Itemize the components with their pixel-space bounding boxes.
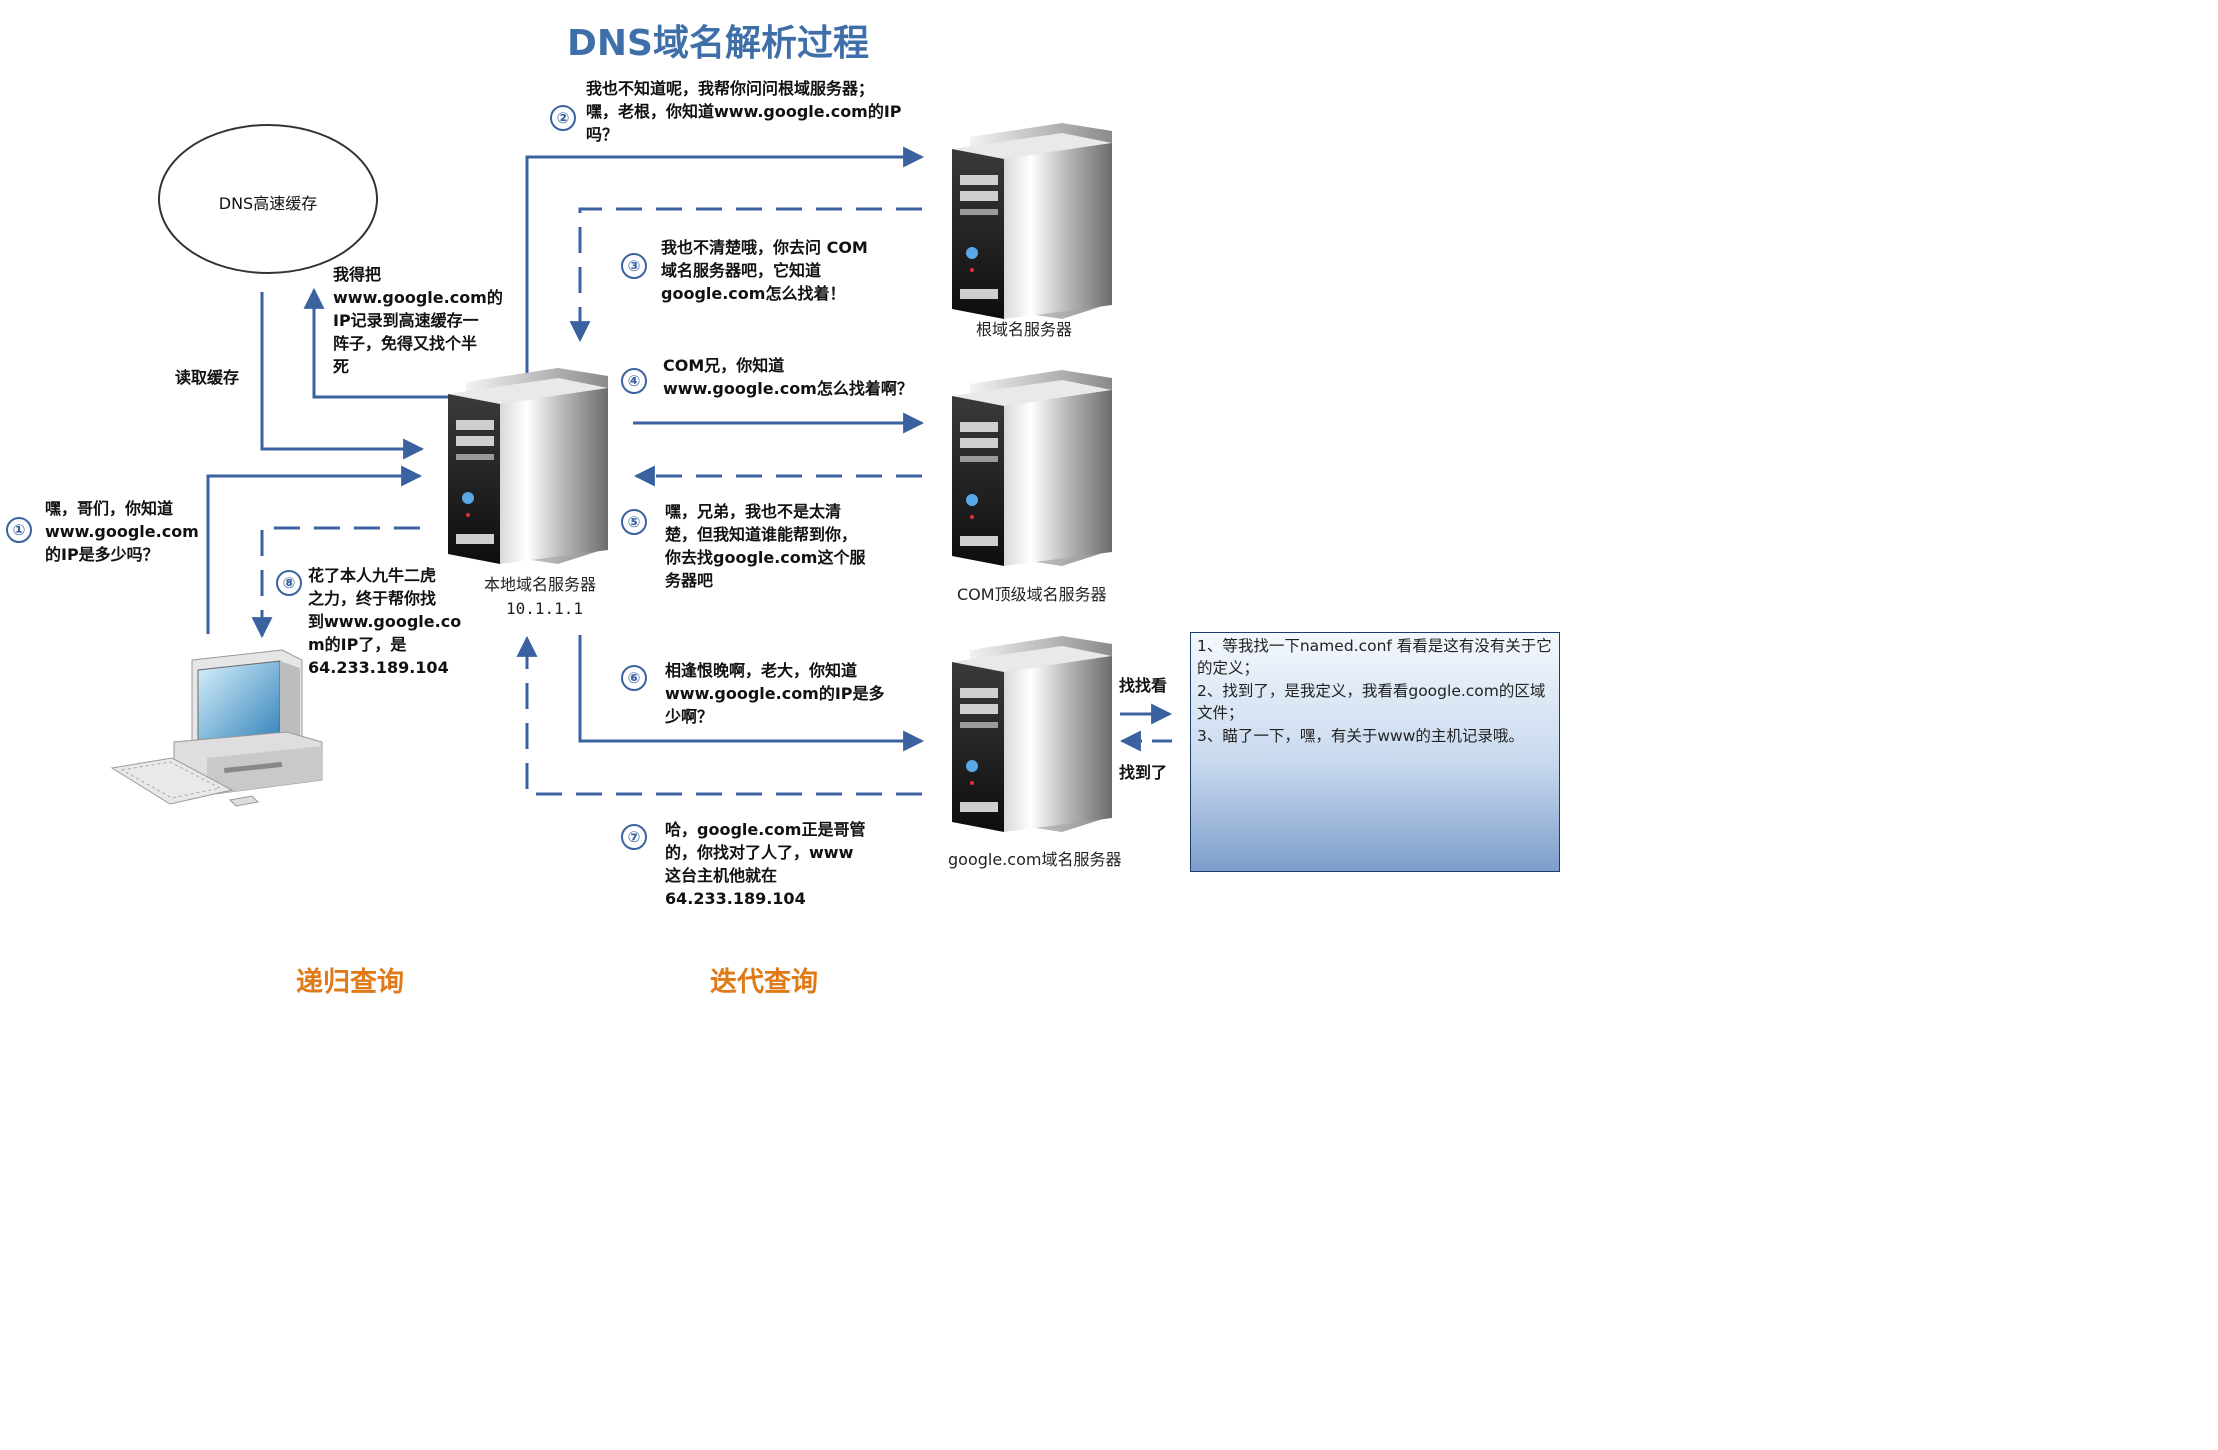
arrow-step-2 bbox=[525, 146, 925, 385]
com-server-label: COM顶级域名服务器 bbox=[957, 585, 1107, 604]
arrow-step-7 bbox=[516, 635, 922, 796]
step-3-number: ③ bbox=[621, 253, 647, 279]
step-4-text: COM兄，你知道 www.google.com怎么找着啊？ bbox=[663, 356, 913, 398]
step-4-number: ④ bbox=[621, 368, 647, 394]
client-computer-icon bbox=[110, 649, 323, 807]
note-line-3: 3、瞄了一下，嘿，有关于www的主机记录哦。 bbox=[1197, 727, 1524, 745]
note-line-1: 1、等我找一下named.conf 看看是这有没有关于它的定义； bbox=[1197, 637, 1552, 677]
cache-write-note: 我得把 www.google.com的 IP记录到高速缓存一 阵子，免得又找个半… bbox=[333, 265, 503, 376]
step-1-text: 嘿，哥们，你知道 www.google.com 的IP是多少吗？ bbox=[45, 499, 199, 564]
found-label: 找到了 bbox=[1119, 763, 1168, 782]
step-5-text: 嘿，兄弟，我也不是太清 楚，但我知道谁能帮到你， 你去找google.com这个… bbox=[665, 502, 866, 590]
arrow-write-cache bbox=[303, 287, 450, 399]
step-6-number: ⑥ bbox=[621, 665, 647, 691]
arrow-read-cache bbox=[260, 292, 425, 460]
step-1-number: ① bbox=[6, 517, 32, 543]
root-server-label: 根域名服务器 bbox=[976, 320, 1073, 339]
step-5-number: ⑤ bbox=[621, 509, 647, 535]
arrow-step-1 bbox=[206, 465, 423, 634]
dns-diagram: DNS域名解析过程 DNS高速缓存 我得把 www.google.com的 IP… bbox=[0, 0, 1568, 1016]
dns-cache-label: DNS高速缓存 bbox=[218, 194, 318, 213]
arrows-layer bbox=[110, 123, 1173, 832]
google-server-label: google.com域名服务器 bbox=[948, 850, 1122, 869]
arrow-step-3 bbox=[569, 207, 922, 343]
server-root-icon bbox=[952, 123, 1112, 319]
page-title: DNS域名解析过程 bbox=[567, 23, 869, 64]
zone-lookup-note: 1、等我找一下named.conf 看看是这有没有关于它的定义； 2、找到了，是… bbox=[1190, 632, 1560, 872]
server-local-icon bbox=[448, 368, 608, 564]
cache-read-label: 读取缓存 bbox=[175, 368, 240, 387]
iterative-query-label: 迭代查询 bbox=[710, 967, 818, 998]
recursive-query-label: 递归查询 bbox=[296, 967, 404, 998]
step-8-number: ⑧ bbox=[276, 570, 302, 596]
find-label: 找找看 bbox=[1119, 676, 1168, 695]
step-2-number: ② bbox=[550, 105, 576, 131]
note-line-2: 2、找到了，是我定义，我看看google.com的区域文件； bbox=[1197, 682, 1546, 722]
step-7-number: ⑦ bbox=[621, 824, 647, 850]
arrow-step-6 bbox=[578, 635, 925, 752]
step-7-text: 哈，google.com正是哥管 的，你找对了人了，www 这台主机他就在 64… bbox=[665, 820, 866, 908]
arrow-step-8 bbox=[251, 526, 420, 639]
local-server-ip: 10.1.1.1 bbox=[506, 599, 584, 618]
step-3-text: 我也不清楚哦，你去问 COM 域名服务器吧，它知道 google.com怎么找着… bbox=[661, 238, 868, 303]
step-6-text: 相逢恨晚啊，老大，你知道 www.google.com的IP是多 少啊？ bbox=[665, 661, 885, 726]
step-8-text: 花了本人九牛二虎 之力，终于帮你找 到www.google.co m的IP了，是… bbox=[308, 566, 462, 677]
local-server-label: 本地域名服务器 bbox=[484, 575, 597, 594]
step-2-text: 我也不知道呢，我帮你问问根域服务器； 嘿，老根，你知道www.google.co… bbox=[586, 79, 902, 144]
dns-cache-ellipse: DNS高速缓存 bbox=[158, 124, 378, 274]
server-google-icon bbox=[952, 636, 1112, 832]
server-com-icon bbox=[952, 370, 1112, 566]
